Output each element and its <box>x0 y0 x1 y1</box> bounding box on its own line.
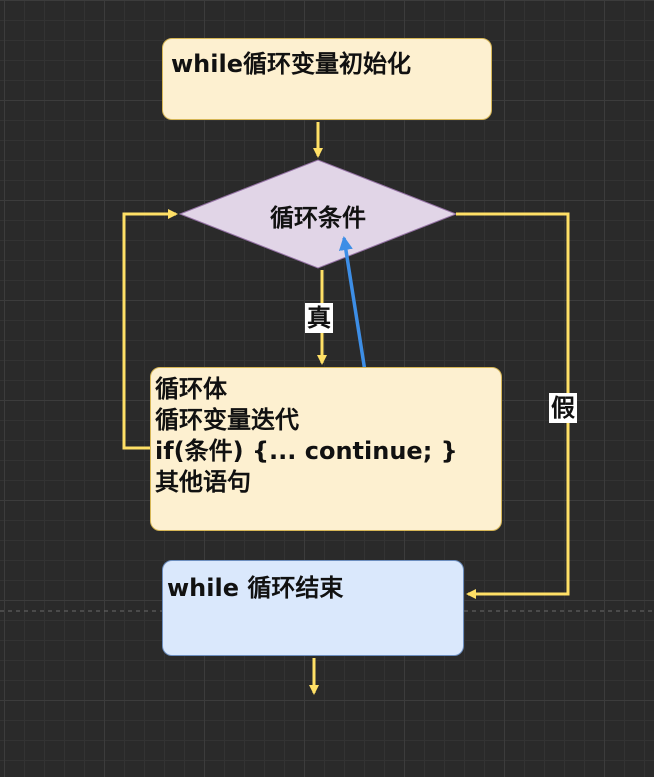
loop-body-node[interactable]: 循环体 循环变量迭代 if(条件) {... continue; } 其他语句 <box>150 367 502 531</box>
condition-label: 循环条件 <box>270 204 366 232</box>
body-line-2: 循环变量迭代 <box>155 406 299 434</box>
false-edge-label: 假 <box>549 393 577 423</box>
end-node-text: while 循环结束 <box>167 574 344 602</box>
init-node[interactable]: while循环变量初始化 <box>162 38 492 120</box>
body-line-1: 循环体 <box>155 375 227 403</box>
arrow-loop-back <box>122 209 178 450</box>
loop-end-node[interactable]: while 循环结束 <box>162 560 464 656</box>
body-line-3: if(条件) {... continue; } <box>155 437 458 465</box>
body-line-4: 其他语句 <box>155 468 251 496</box>
init-node-text: while循环变量初始化 <box>171 50 411 78</box>
true-edge-label: 真 <box>305 303 333 333</box>
